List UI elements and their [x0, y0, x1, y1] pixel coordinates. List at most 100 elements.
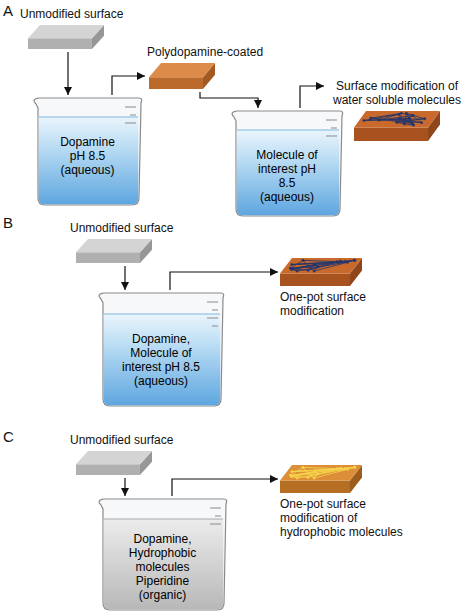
surface-sample: Unmodified surface — [68, 432, 183, 478]
slab-front — [76, 464, 140, 475]
graduation-mark — [125, 123, 136, 124]
molecule-network — [289, 466, 356, 480]
surface-slab-figure — [76, 239, 152, 263]
reaction-beaker: Dopamine, Hydrophobic molecules Piperidi… — [95, 496, 230, 612]
network-node — [412, 114, 415, 117]
slab-front — [280, 273, 350, 286]
surface-slab-figure — [354, 111, 440, 141]
liquid — [104, 519, 224, 609]
process-arrow — [67, 52, 68, 95]
surface-slab — [280, 258, 362, 286]
slab-front — [280, 480, 350, 493]
reaction-beaker: Dopamine, Molecule of interest pH 8.5 (a… — [95, 290, 227, 408]
process-arrow — [112, 76, 145, 95]
surface-slab-figure — [280, 258, 362, 286]
molecule-network — [362, 112, 426, 127]
network-strand — [303, 260, 337, 261]
surface-sample: One-pot surface modification of hydropho… — [278, 462, 408, 540]
beaker-glass — [99, 499, 227, 610]
graduation-mark — [207, 302, 218, 303]
network-node — [296, 477, 299, 480]
reaction-beaker: Dopamine pH 8.5 (aqueous) — [30, 95, 145, 207]
network-node — [411, 122, 414, 125]
glass-body — [34, 98, 142, 205]
liquid — [237, 130, 340, 215]
network-strand — [401, 113, 412, 115]
surface-label: Polydopamine-coated — [145, 44, 295, 60]
slab-front — [28, 38, 92, 49]
graduation-mark — [326, 136, 337, 137]
graduation-mark — [210, 524, 221, 525]
surface-label: One-pot surface modification — [278, 289, 398, 319]
graduation-mark — [212, 326, 218, 327]
graduation-mark — [212, 310, 218, 311]
beaker-contents: Dopamine, Hydrophobic molecules Piperidi… — [113, 532, 213, 602]
reaction-beaker: Molecule of interest pH 8.5 (aqueous) — [228, 108, 346, 218]
surface-sample: Polydopamine-coated — [145, 44, 295, 92]
slab-top — [280, 465, 362, 480]
network-node — [400, 112, 403, 115]
network-node — [362, 119, 365, 122]
liquid-surface — [39, 117, 138, 118]
process-arrow — [172, 479, 278, 496]
network-node — [290, 268, 293, 271]
beaker-glass — [34, 98, 142, 205]
network-node — [301, 466, 304, 469]
glass-body — [99, 293, 224, 406]
surface-label: Unmodified surface — [68, 432, 183, 448]
network-node — [403, 123, 406, 126]
surface-slab — [354, 111, 440, 141]
graduation-mark — [326, 120, 337, 121]
beaker-glass — [99, 293, 224, 406]
process-arrow — [124, 266, 125, 290]
panel-letter: C — [3, 428, 14, 445]
network-strand — [291, 261, 340, 269]
slab-top — [149, 63, 215, 77]
beaker-contents: Dopamine, Molecule of interest pH 8.5 (a… — [113, 332, 209, 388]
glass-body — [232, 111, 343, 216]
slab-top — [76, 239, 152, 252]
surface-slab-figure — [28, 25, 104, 49]
network-strand — [291, 468, 340, 476]
surface-slab — [149, 63, 215, 89]
surface-slab-figure — [280, 465, 362, 493]
network-node — [290, 263, 293, 266]
network-node — [378, 119, 381, 122]
slab-front — [149, 77, 203, 89]
surface-label: Surface modification of water soluble mo… — [324, 78, 470, 108]
liquid-surface — [237, 130, 339, 131]
network-strand — [303, 467, 337, 468]
surface-slab — [76, 451, 152, 475]
network-node — [369, 117, 372, 120]
graduation-mark — [207, 318, 218, 319]
slab-top — [28, 25, 104, 38]
beaker-contents: Molecule of interest pH 8.5 (aqueous) — [250, 148, 324, 204]
surface-slab — [28, 25, 104, 49]
molecule-network — [289, 259, 356, 273]
network-node — [354, 259, 357, 262]
network-strand — [354, 260, 355, 261]
liquid — [39, 117, 139, 204]
liquid — [104, 314, 221, 405]
surface-slab-figure — [76, 451, 152, 475]
liquid-surface — [104, 314, 220, 315]
graduation-mark — [215, 516, 221, 517]
surface-label: Unmodified surface — [68, 220, 183, 236]
surface-sample: Unmodified surface — [18, 6, 133, 52]
glass-body — [99, 499, 227, 610]
graduation-mark — [331, 128, 337, 129]
surface-slab-figure — [149, 63, 215, 89]
network-node — [290, 475, 293, 478]
surface-slab — [76, 239, 152, 263]
process-arrow — [200, 92, 258, 108]
surface-label: One-pot surface modification of hydropho… — [278, 496, 408, 540]
network-strand — [354, 467, 355, 468]
network-strand — [291, 260, 354, 268]
network-node — [313, 270, 316, 273]
panel-letter: A — [3, 2, 13, 19]
graduation-mark — [210, 508, 221, 509]
network-node — [290, 470, 293, 473]
graduation-mark — [125, 107, 136, 108]
surface-label: Unmodified surface — [18, 6, 133, 22]
